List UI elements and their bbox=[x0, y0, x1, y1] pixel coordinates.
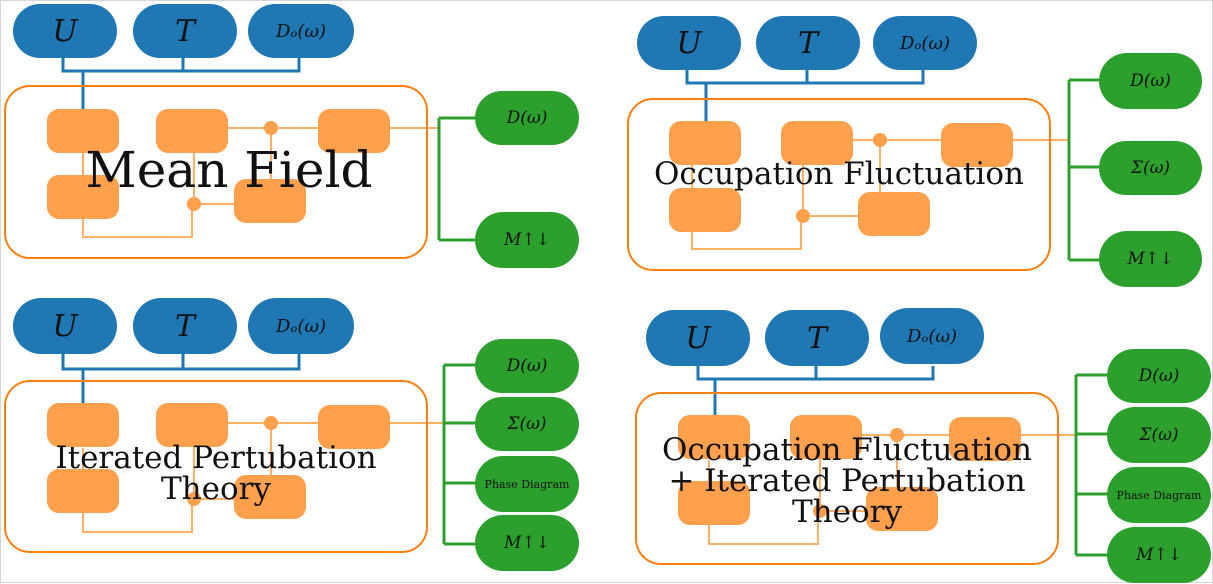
method-box bbox=[4, 85, 428, 259]
output-sigma: Σ(ω) bbox=[1107, 407, 1211, 463]
method-box bbox=[627, 98, 1051, 271]
process-block bbox=[47, 109, 119, 153]
output-d-omega: D(ω) bbox=[1099, 53, 1202, 109]
process-block bbox=[781, 121, 853, 165]
process-block bbox=[156, 109, 228, 153]
process-block bbox=[949, 417, 1021, 461]
output-d-omega: D(ω) bbox=[475, 339, 579, 393]
output-m: M↑↓ bbox=[1107, 527, 1211, 583]
input-d-omega: Dₒ(ω) bbox=[880, 308, 984, 364]
process-block bbox=[866, 487, 938, 531]
output-m: M↑↓ bbox=[475, 515, 579, 571]
input-d-omega: Dₒ(ω) bbox=[248, 298, 354, 354]
output-m: M↑↓ bbox=[1099, 231, 1202, 287]
input-t: T bbox=[133, 298, 237, 354]
process-block bbox=[234, 179, 306, 223]
input-d-omega: Dₒ(ω) bbox=[248, 4, 354, 58]
input-t: T bbox=[765, 310, 869, 366]
junction-dot bbox=[264, 416, 278, 430]
junction-dot bbox=[187, 197, 201, 211]
output-d-omega: D(ω) bbox=[475, 91, 579, 145]
input-d-omega: Dₒ(ω) bbox=[873, 16, 977, 70]
input-u: U bbox=[13, 298, 117, 354]
process-block bbox=[790, 415, 862, 459]
method-title: Mean Field bbox=[85, 141, 373, 199]
process-block bbox=[858, 192, 930, 236]
input-bus-line bbox=[61, 354, 301, 371]
process-block bbox=[156, 403, 228, 447]
process-block bbox=[678, 415, 750, 459]
output-phase-diagram: Phase Diagram bbox=[1107, 467, 1211, 523]
process-block bbox=[669, 188, 741, 232]
method-box bbox=[635, 392, 1059, 565]
input-t: T bbox=[756, 16, 860, 70]
output-sigma: Σ(ω) bbox=[1099, 141, 1202, 195]
process-block bbox=[47, 469, 119, 513]
input-bus-line bbox=[685, 70, 925, 85]
junction-dot bbox=[873, 133, 887, 147]
output-phase-diagram: Phase Diagram bbox=[475, 456, 579, 512]
method-title: Occupation Fluctuation + Iterated Pertub… bbox=[662, 432, 1032, 530]
input-u: U bbox=[637, 16, 741, 70]
output-m: M↑↓ bbox=[475, 212, 579, 268]
process-block bbox=[47, 175, 119, 219]
junction-dot bbox=[187, 492, 201, 506]
process-block bbox=[678, 481, 750, 525]
process-block bbox=[47, 403, 119, 447]
input-bus-line bbox=[61, 58, 301, 73]
junction-dot bbox=[813, 504, 827, 518]
method-title: Iterated Pertubation Theory bbox=[55, 440, 377, 507]
junction-dot bbox=[796, 209, 810, 223]
output-d-omega: D(ω) bbox=[1107, 349, 1211, 403]
method-box bbox=[4, 380, 428, 553]
process-block bbox=[234, 475, 306, 519]
process-block bbox=[669, 121, 741, 165]
process-block bbox=[318, 109, 390, 153]
junction-dot bbox=[890, 428, 904, 442]
method-title: Occupation Fluctuation bbox=[654, 156, 1024, 192]
input-u: U bbox=[13, 4, 117, 58]
process-block bbox=[318, 405, 390, 449]
output-sigma: Σ(ω) bbox=[475, 397, 579, 451]
input-u: U bbox=[646, 310, 750, 366]
junction-dot bbox=[264, 121, 278, 135]
input-t: T bbox=[133, 4, 237, 58]
process-block bbox=[941, 123, 1013, 167]
